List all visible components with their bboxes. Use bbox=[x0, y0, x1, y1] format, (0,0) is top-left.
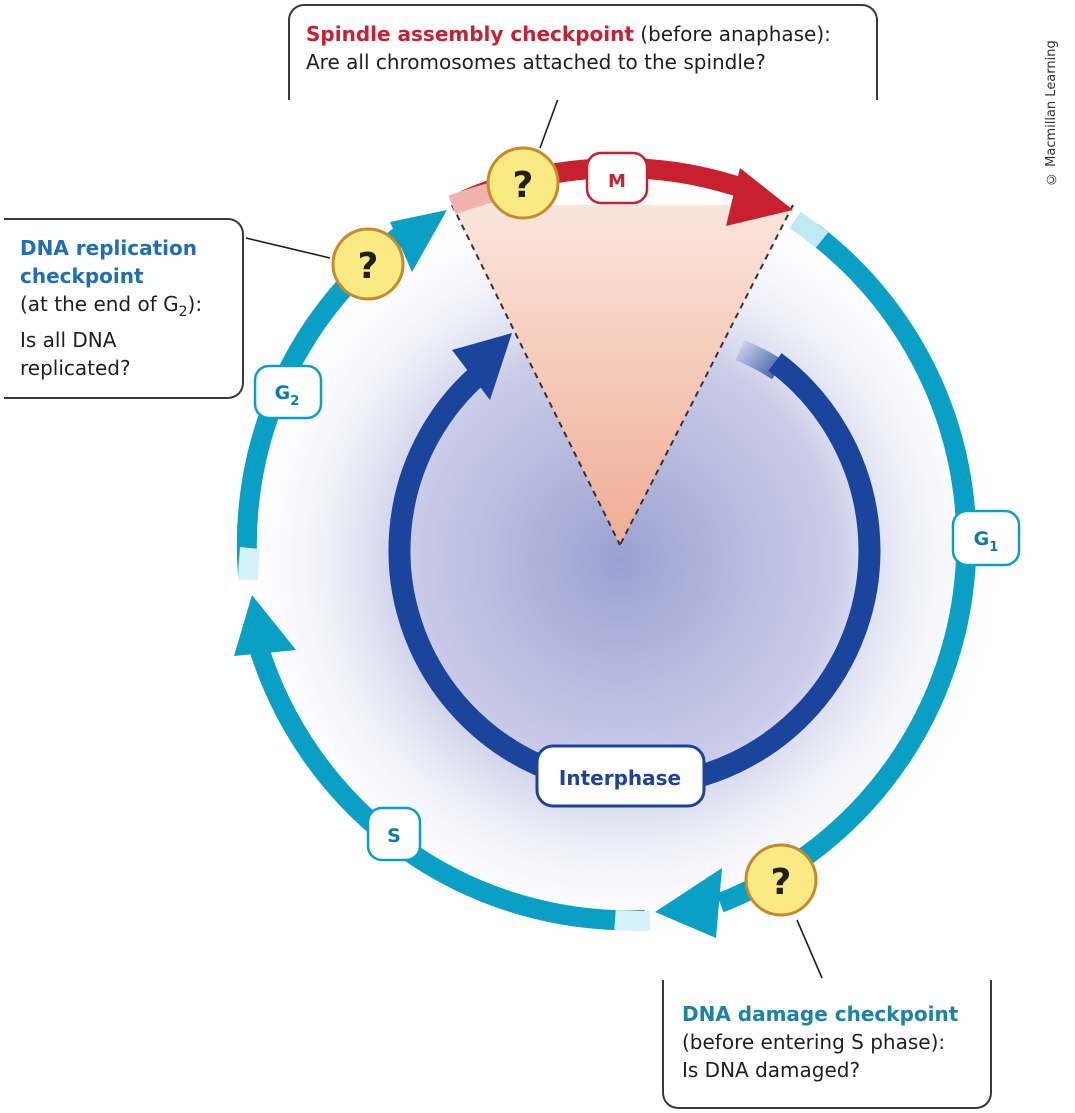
spindle-checkpoint-marker: ? bbox=[486, 146, 560, 220]
svg-text:?: ? bbox=[513, 165, 534, 206]
s-arc-fade bbox=[614, 910, 651, 932]
g2-arc-fade bbox=[238, 546, 260, 581]
svg-text:S: S bbox=[387, 825, 401, 847]
replication-checkpoint-question-line1: Is all DNA bbox=[20, 328, 117, 352]
spindle-checkpoint-qualifier: (before anaphase): bbox=[633, 22, 831, 46]
replication-qualifier-text: (at the end of G bbox=[20, 292, 179, 316]
svg-text:M: M bbox=[608, 171, 626, 192]
m-phase-label: M bbox=[585, 151, 649, 205]
wedge-edge-left bbox=[451, 204, 621, 546]
interphase-ring-fade bbox=[735, 339, 784, 380]
replication-qualifier-subscript: 2 bbox=[178, 304, 188, 320]
svg-text:G2: G2 bbox=[275, 382, 300, 409]
spindle-checkpoint-question: Are all chromosomes attached to the spin… bbox=[306, 50, 766, 74]
svg-text:?: ? bbox=[771, 862, 792, 903]
replication-checkpoint-marker: ? bbox=[331, 227, 405, 301]
svg-text:Interphase: Interphase bbox=[559, 766, 681, 790]
interphase-glow bbox=[230, 170, 1010, 950]
copyright-notice: © Macmillan Learning bbox=[1044, 40, 1059, 186]
damage-checkpoint-qualifier: (before entering S phase): bbox=[682, 1030, 946, 1054]
damage-checkpoint-callout: DNA damage checkpoint (before entering S… bbox=[662, 980, 992, 1109]
interphase-arrowhead bbox=[452, 333, 512, 400]
wedge-edge-right bbox=[619, 204, 794, 546]
replication-checkpoint-title-line1: DNA replication bbox=[20, 236, 197, 260]
damage-checkpoint-question: Is DNA damaged? bbox=[682, 1058, 861, 1082]
g1-arrowhead bbox=[655, 868, 722, 938]
replication-checkpoint-qualifier: (at the end of G2): bbox=[20, 290, 242, 326]
m-phase-wedge bbox=[452, 205, 793, 545]
damage-checkpoint-marker: ? bbox=[744, 843, 818, 917]
replication-checkpoint-question-line2: replicated? bbox=[20, 356, 131, 380]
svg-text:G1: G1 bbox=[974, 528, 999, 555]
replication-leader-line bbox=[245, 237, 331, 259]
g1-arc bbox=[716, 224, 977, 913]
spindle-checkpoint-heading: Spindle assembly checkpoint (before anap… bbox=[306, 20, 876, 48]
s-phase-label: S bbox=[366, 806, 422, 862]
m-arrowhead bbox=[726, 168, 793, 226]
g2-phase-label: G2 bbox=[253, 364, 323, 420]
damage-checkpoint-title: DNA damage checkpoint bbox=[682, 1002, 959, 1026]
s-arrowhead bbox=[234, 595, 296, 656]
replication-qualifier-close: ): bbox=[187, 292, 203, 316]
g1-arc-fade bbox=[789, 211, 829, 248]
replication-checkpoint-callout: DNA replication checkpoint (at the end o… bbox=[4, 218, 244, 399]
svg-text:?: ? bbox=[358, 246, 379, 287]
replication-checkpoint-title-line2: checkpoint bbox=[20, 264, 144, 288]
damage-leader-line bbox=[796, 919, 823, 979]
g2-arrowhead bbox=[390, 210, 447, 272]
g1-phase-label: G1 bbox=[951, 509, 1021, 567]
spindle-checkpoint-title: Spindle assembly checkpoint bbox=[306, 22, 634, 46]
spindle-checkpoint-callout: Spindle assembly checkpoint (before anap… bbox=[288, 4, 878, 100]
interphase-label: Interphase bbox=[535, 744, 706, 808]
